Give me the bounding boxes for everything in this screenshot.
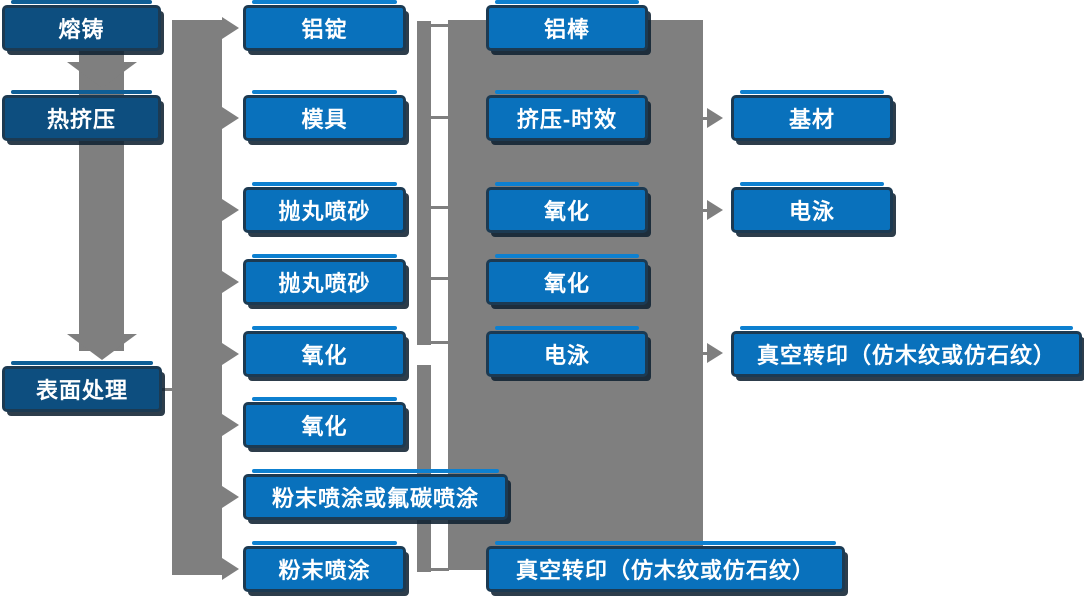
node-aluminum-rod: 铝棒 [486,0,648,51]
node-substrate: 基材 [731,90,893,141]
node-label: 表面处理 [35,378,128,403]
connector-line-row4 [431,277,449,280]
node-surface-treatment: 表面处理 [2,361,162,412]
node-label: 真空转印（仿木纹或仿石纹） [756,343,1056,368]
node-label: 氧化 [301,414,348,439]
node-mold: 模具 [243,90,406,141]
right-arrow-to-powder-or-fluorocarbon [222,486,239,508]
node-powder-coating: 粉末喷涂 [243,541,406,592]
down-arrow-to-hot-extrusion [67,62,137,88]
connector-band-collector-lower [417,365,431,572]
node-aluminum-ingot: 铝锭 [243,0,406,51]
node-label: 铝锭 [301,17,348,42]
node-label: 抛丸喷砂 [278,199,371,224]
right-arrow-to-oxidation-2 [222,414,239,436]
down-arrow-to-surface-treatment [67,334,137,360]
node-label: 真空转印（仿木纹或仿石纹） [515,558,815,583]
node-melting-casting: 熔铸 [2,0,161,51]
node-label: 粉末喷涂或氟碳喷涂 [271,486,479,511]
node-label: 抛丸喷砂 [278,271,371,296]
node-label: 模具 [301,107,348,132]
node-shot-blasting-1: 抛丸喷砂 [243,182,406,233]
right-arrow-to-oxidation-1 [222,343,239,365]
node-electrophoresis-2: 电泳 [731,182,893,233]
node-label: 热挤压 [46,107,116,132]
node-vacuum-transfer-bottom: 真空转印（仿木纹或仿石纹） [486,541,845,592]
connector-stub-substrate [703,117,709,120]
right-arrow-to-vacuum-transfer [707,343,723,363]
node-label: 挤压-时效 [516,107,618,132]
node-label: 氧化 [543,199,590,224]
node-label: 电泳 [788,199,835,224]
right-arrow-to-substrate [707,108,723,128]
right-arrow-to-shot-blasting-1 [222,199,239,221]
node-label: 基材 [788,107,835,132]
node-label: 熔铸 [58,17,105,42]
connector-line-row3 [431,206,449,209]
node-oxidation-1: 氧化 [243,326,406,377]
connector-stub-vacuum-transfer [703,352,709,355]
connector-line-row2 [431,116,449,119]
right-arrow-to-electrophoresis [707,200,723,220]
connector-line-bottom [431,568,449,571]
right-arrow-to-shot-blasting-2 [222,271,239,293]
node-vacuum-transfer-right: 真空转印（仿木纹或仿石纹） [731,326,1082,377]
node-electrophoresis-1: 电泳 [486,326,648,377]
node-oxidation-3: 氧化 [486,182,648,233]
node-label: 铝棒 [543,17,590,42]
connector-line-row1 [431,24,449,27]
connector-stub-electrophoresis [703,209,709,212]
connector-line-row5 [431,341,449,344]
right-arrow-to-aluminum-ingot [222,17,239,39]
right-arrow-to-powder-coating [222,558,239,580]
node-extrusion-aging: 挤压-时效 [486,90,648,141]
node-label: 粉末喷涂 [278,558,371,583]
connector-band-collector-upper [417,21,431,345]
right-arrow-to-mold [222,107,239,129]
connector-stub-surface-treatment [161,388,174,391]
node-hot-extrusion: 热挤压 [2,90,161,141]
node-powder-or-fluorocarbon-coating: 粉末喷涂或氟碳喷涂 [243,469,508,520]
node-label: 电泳 [543,343,590,368]
connector-band-distribution [172,20,222,575]
node-label: 氧化 [543,271,590,296]
node-oxidation-2: 氧化 [243,397,406,448]
node-oxidation-4: 氧化 [486,254,648,305]
node-shot-blasting-2: 抛丸喷砂 [243,254,406,305]
node-label: 氧化 [301,343,348,368]
